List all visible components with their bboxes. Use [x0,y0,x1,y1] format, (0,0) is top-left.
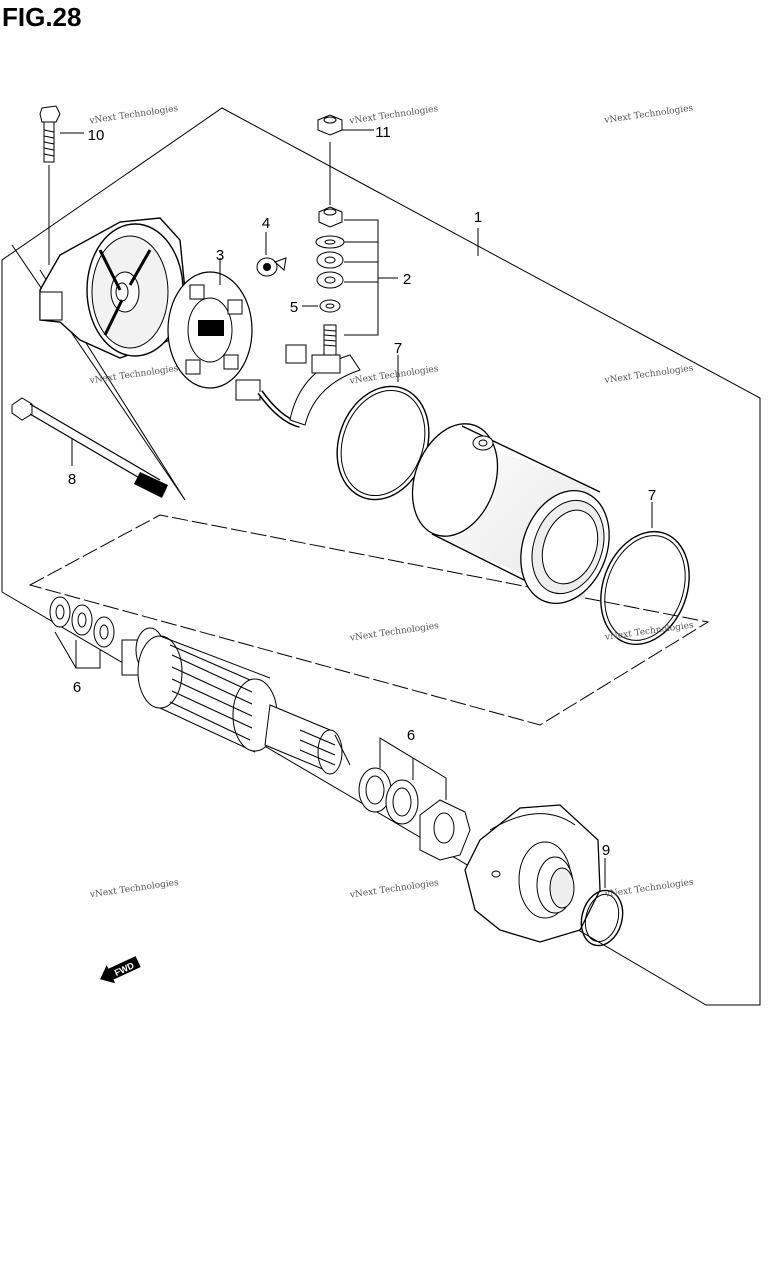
callout-6-right: 6 [407,727,415,744]
watermark-3: vNext Technologies [603,103,694,126]
armature-group-outline [28,514,710,726]
callout-10: 10 [88,127,105,144]
nut-11 [317,114,374,205]
svg-text:vNext Technologies: vNext Technologies [603,877,694,900]
o-ring-9 [580,858,624,947]
armature [121,627,351,775]
callout-5: 5 [290,299,298,316]
watermark-6: vNext Technologies [603,363,694,386]
callout-11: 11 [375,124,391,141]
watermark-9: vNext Technologies [88,878,179,901]
callout-3: 3 [216,247,224,264]
washer-set-6-right [358,737,471,861]
yoke-housing [411,423,610,605]
brush-lead [235,379,301,428]
washer-set-6-left [49,596,115,669]
callout-4: 4 [262,215,270,232]
callout-7-upper: 7 [394,340,402,357]
assembly-outline [1,107,761,1006]
svg-text:vNext Technologies: vNext Technologies [603,103,694,126]
rear-housing [39,217,186,359]
callout-9: 9 [602,842,610,859]
svg-text:vNext Technologies: vNext Technologies [88,878,179,901]
svg-text:vNext Technologies: vNext Technologies [348,621,439,644]
through-bolt-8 [11,397,168,498]
svg-text:vNext Technologies: vNext Technologies [348,104,439,127]
watermark-2: vNext Technologies [348,104,439,127]
terminal-hardware-2 [315,206,398,336]
callout-2: 2 [403,271,411,288]
terminal-bolt [285,324,361,426]
o-ring-7-lower [600,502,690,646]
watermark-11: vNext Technologies [603,877,694,900]
bolt-10 [39,105,84,265]
fwd-arrow-icon: FWD [100,956,141,984]
callout-8: 8 [68,471,76,488]
svg-text:vNext Technologies: vNext Technologies [88,104,179,127]
callout-6-left: 6 [73,679,81,696]
front-housing [464,804,601,943]
svg-text:vNext Technologies: vNext Technologies [348,878,439,901]
callout-1: 1 [474,209,482,226]
svg-text:vNext Technologies: vNext Technologies [348,364,439,387]
figure-title: FIG.28 [2,2,82,32]
watermark-5: vNext Technologies [348,364,439,387]
svg-text:vNext Technologies: vNext Technologies [603,363,694,386]
bearing-4 [256,232,287,277]
brush-holder-3 [167,258,253,389]
watermark-7: vNext Technologies [348,621,439,644]
watermark-8: vNext Technologies [603,620,694,643]
watermark-1: vNext Technologies [88,104,179,127]
svg-text:vNext Technologies: vNext Technologies [603,620,694,643]
watermark-10: vNext Technologies [348,878,439,901]
washer-5 [302,299,341,313]
callout-7-lower: 7 [648,487,656,504]
